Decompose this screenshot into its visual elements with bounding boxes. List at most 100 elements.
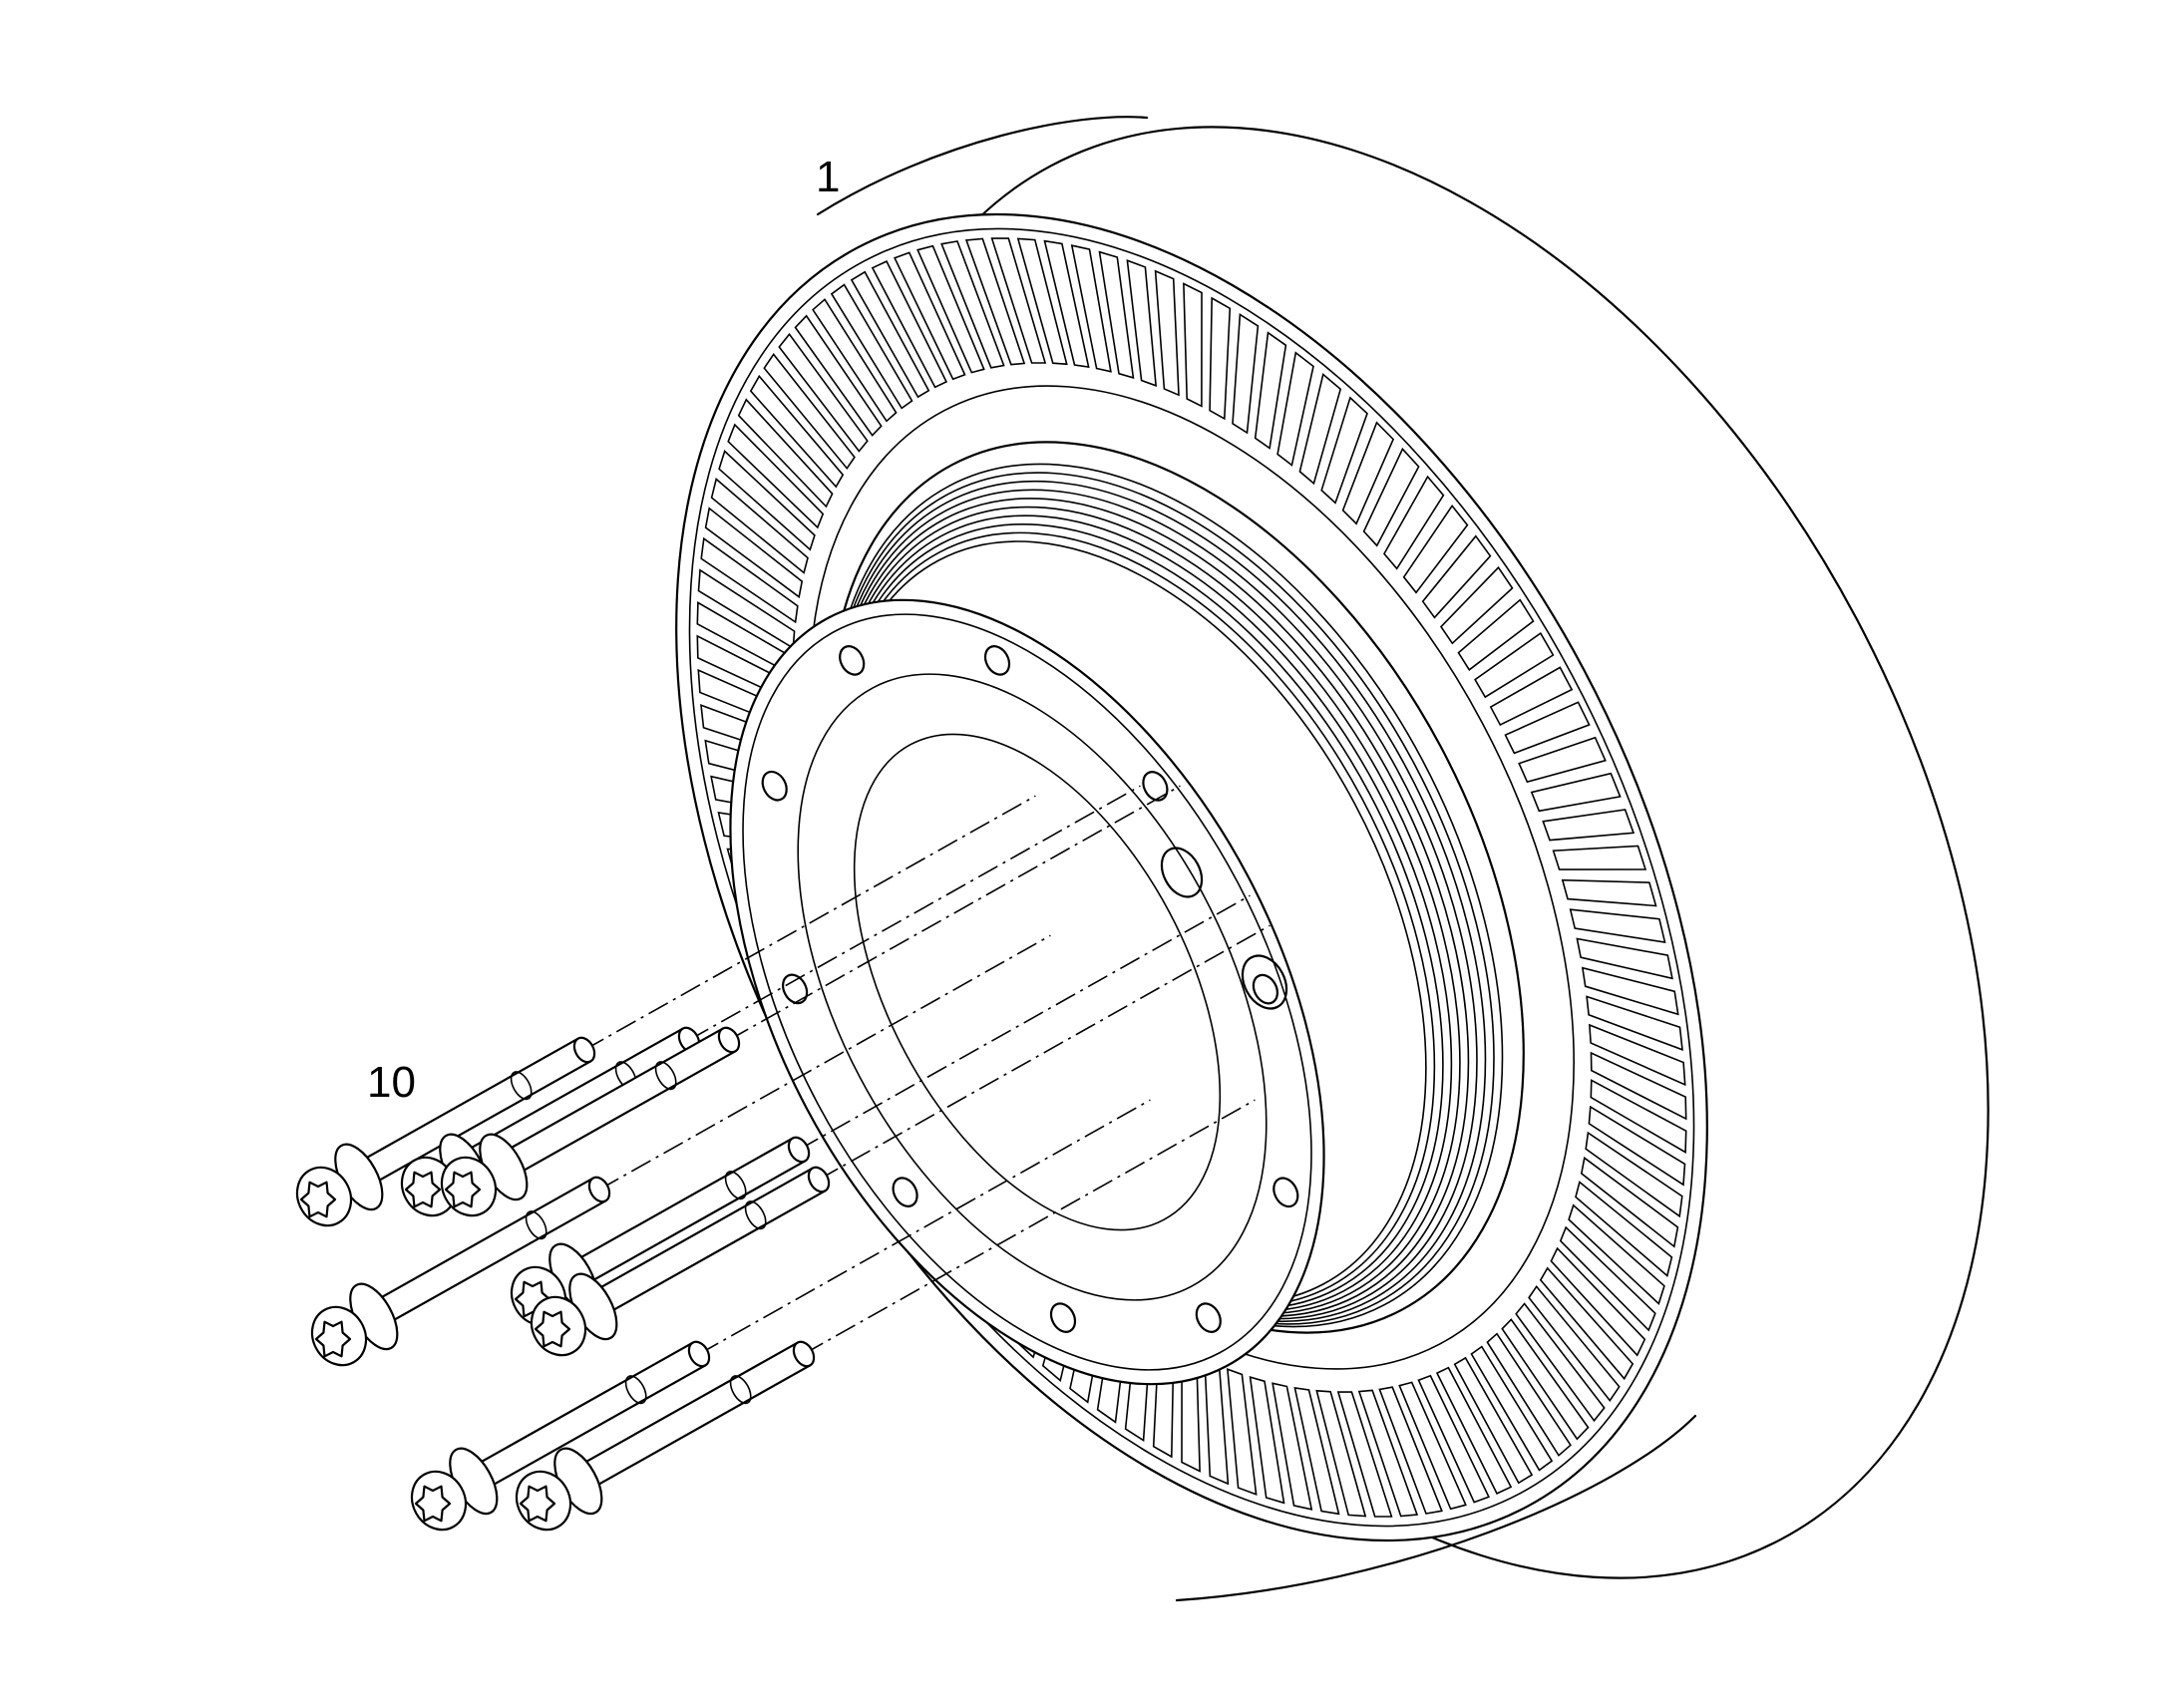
- gear-tooth: [1586, 995, 1683, 1052]
- gear-tooth: [964, 237, 1026, 366]
- bolt-centerline: [598, 934, 1051, 1191]
- bolt-tip: [687, 1340, 711, 1368]
- gear-tooth: [1568, 1203, 1665, 1305]
- bolt-tip: [717, 1026, 741, 1054]
- gear-tooth: [1489, 666, 1574, 727]
- gear-tooth: [794, 314, 883, 437]
- bolt-tip: [587, 1176, 611, 1203]
- gear-tooth: [1453, 1356, 1534, 1485]
- bolt-thread-band: [654, 1061, 677, 1091]
- bolts-part: [295, 1026, 831, 1532]
- torx-drive-icon: [534, 1310, 571, 1348]
- gear-tooth: [1154, 269, 1180, 397]
- bolt-centerline: [798, 894, 1251, 1151]
- flange-inner-step: [797, 673, 1268, 1301]
- gear-tooth: [1232, 312, 1260, 435]
- gear-tooth: [1470, 1345, 1554, 1472]
- gear-tooth: [1226, 1368, 1258, 1496]
- gear-tooth: [1341, 421, 1395, 525]
- flange-outer: [729, 598, 1325, 1386]
- gear-tooth: [1518, 736, 1607, 784]
- gear-tooth: [1559, 1225, 1656, 1332]
- gear-tooth: [1357, 1389, 1419, 1518]
- torx-drive-icon: [414, 1485, 452, 1523]
- gear-tooth: [1293, 1386, 1340, 1516]
- flange-hole: [1272, 1177, 1299, 1208]
- gear-tooth: [850, 270, 930, 399]
- bolt: [410, 1340, 711, 1532]
- gear-tooth: [710, 478, 809, 574]
- gear-tooth: [1249, 1375, 1285, 1505]
- gear-tooth: [1575, 1181, 1673, 1277]
- bolt-thread-band: [724, 1171, 747, 1200]
- gear-tooth: [1378, 1386, 1443, 1515]
- gear-tooth: [1590, 1079, 1687, 1154]
- gear-tooth: [1421, 534, 1492, 619]
- gear-tooth: [1474, 631, 1555, 699]
- gear-tooth: [718, 450, 816, 551]
- gear-tooth: [1315, 1389, 1367, 1518]
- gear-tooth: [700, 536, 799, 624]
- flange-bore: [853, 733, 1222, 1231]
- gear-tooth: [1550, 1246, 1646, 1357]
- gear-tooth: [763, 353, 856, 471]
- gear-tooth: [1016, 237, 1068, 366]
- callout-bolts: 10: [367, 1058, 416, 1107]
- gear-tooth: [830, 283, 913, 410]
- flywheel-part: [675, 116, 1990, 1602]
- gear-tooth: [1043, 239, 1090, 369]
- bolt-centerline: [583, 795, 1036, 1051]
- bolt: [310, 1176, 611, 1367]
- gear-tooth: [1417, 1374, 1491, 1504]
- flange-hole: [1049, 1302, 1077, 1333]
- gear-tooth: [1486, 1332, 1572, 1457]
- flange-hole: [839, 645, 866, 676]
- gear-tooth: [1183, 282, 1203, 408]
- gear-tooth: [893, 251, 966, 381]
- flange-hole: [782, 973, 809, 1005]
- bolt-centerline: [698, 1099, 1151, 1355]
- gear-tooth: [1552, 845, 1647, 870]
- torx-drive-icon: [404, 1171, 442, 1208]
- gear-tooth: [1561, 878, 1657, 907]
- gear-tooth: [778, 332, 869, 453]
- gear-tooth: [749, 374, 845, 489]
- bolt-thread-band: [729, 1375, 752, 1405]
- bolt-centerline: [688, 785, 1141, 1041]
- gear-tooth: [1539, 1266, 1635, 1381]
- flange-hole: [1252, 973, 1278, 1005]
- bolt-centerline: [818, 924, 1271, 1181]
- flange-hole: [1142, 771, 1169, 802]
- gear-tooth: [1504, 701, 1591, 755]
- gear-tooth: [737, 398, 834, 509]
- gear-tooth: [1576, 937, 1673, 980]
- flywheel-rim-edge-bottom: [1175, 1414, 1697, 1602]
- gear-tooth: [1457, 598, 1535, 671]
- bolt-thread-band: [510, 1071, 533, 1101]
- gear-tooth: [1580, 1156, 1679, 1248]
- gear-tooth: [1585, 1131, 1683, 1218]
- bolt-thread-band: [525, 1210, 547, 1240]
- bolt-thread-band: [624, 1375, 647, 1405]
- gear-tooth: [940, 240, 1005, 369]
- gear-tooth: [1569, 908, 1666, 943]
- assembly-centerlines: [583, 785, 1271, 1355]
- gear-tooth: [1209, 296, 1232, 421]
- torx-drive-icon: [314, 1320, 352, 1358]
- bolt-tip: [807, 1166, 831, 1194]
- gear-tooth: [697, 568, 796, 650]
- gear-tooth: [990, 237, 1047, 364]
- gear-tooth: [1070, 244, 1112, 373]
- bolt-thread-band: [744, 1200, 767, 1230]
- gear-tooth: [1530, 772, 1622, 813]
- gear-tooth: [1298, 373, 1342, 486]
- gear-tooth: [916, 244, 985, 374]
- gear-tooth: [1320, 396, 1368, 505]
- gear-tooth: [727, 423, 825, 529]
- flange-bolt-holes: [761, 645, 1299, 1333]
- bolt: [295, 1036, 596, 1227]
- center-hole-lower: [1241, 954, 1288, 1010]
- bolt: [530, 1166, 831, 1357]
